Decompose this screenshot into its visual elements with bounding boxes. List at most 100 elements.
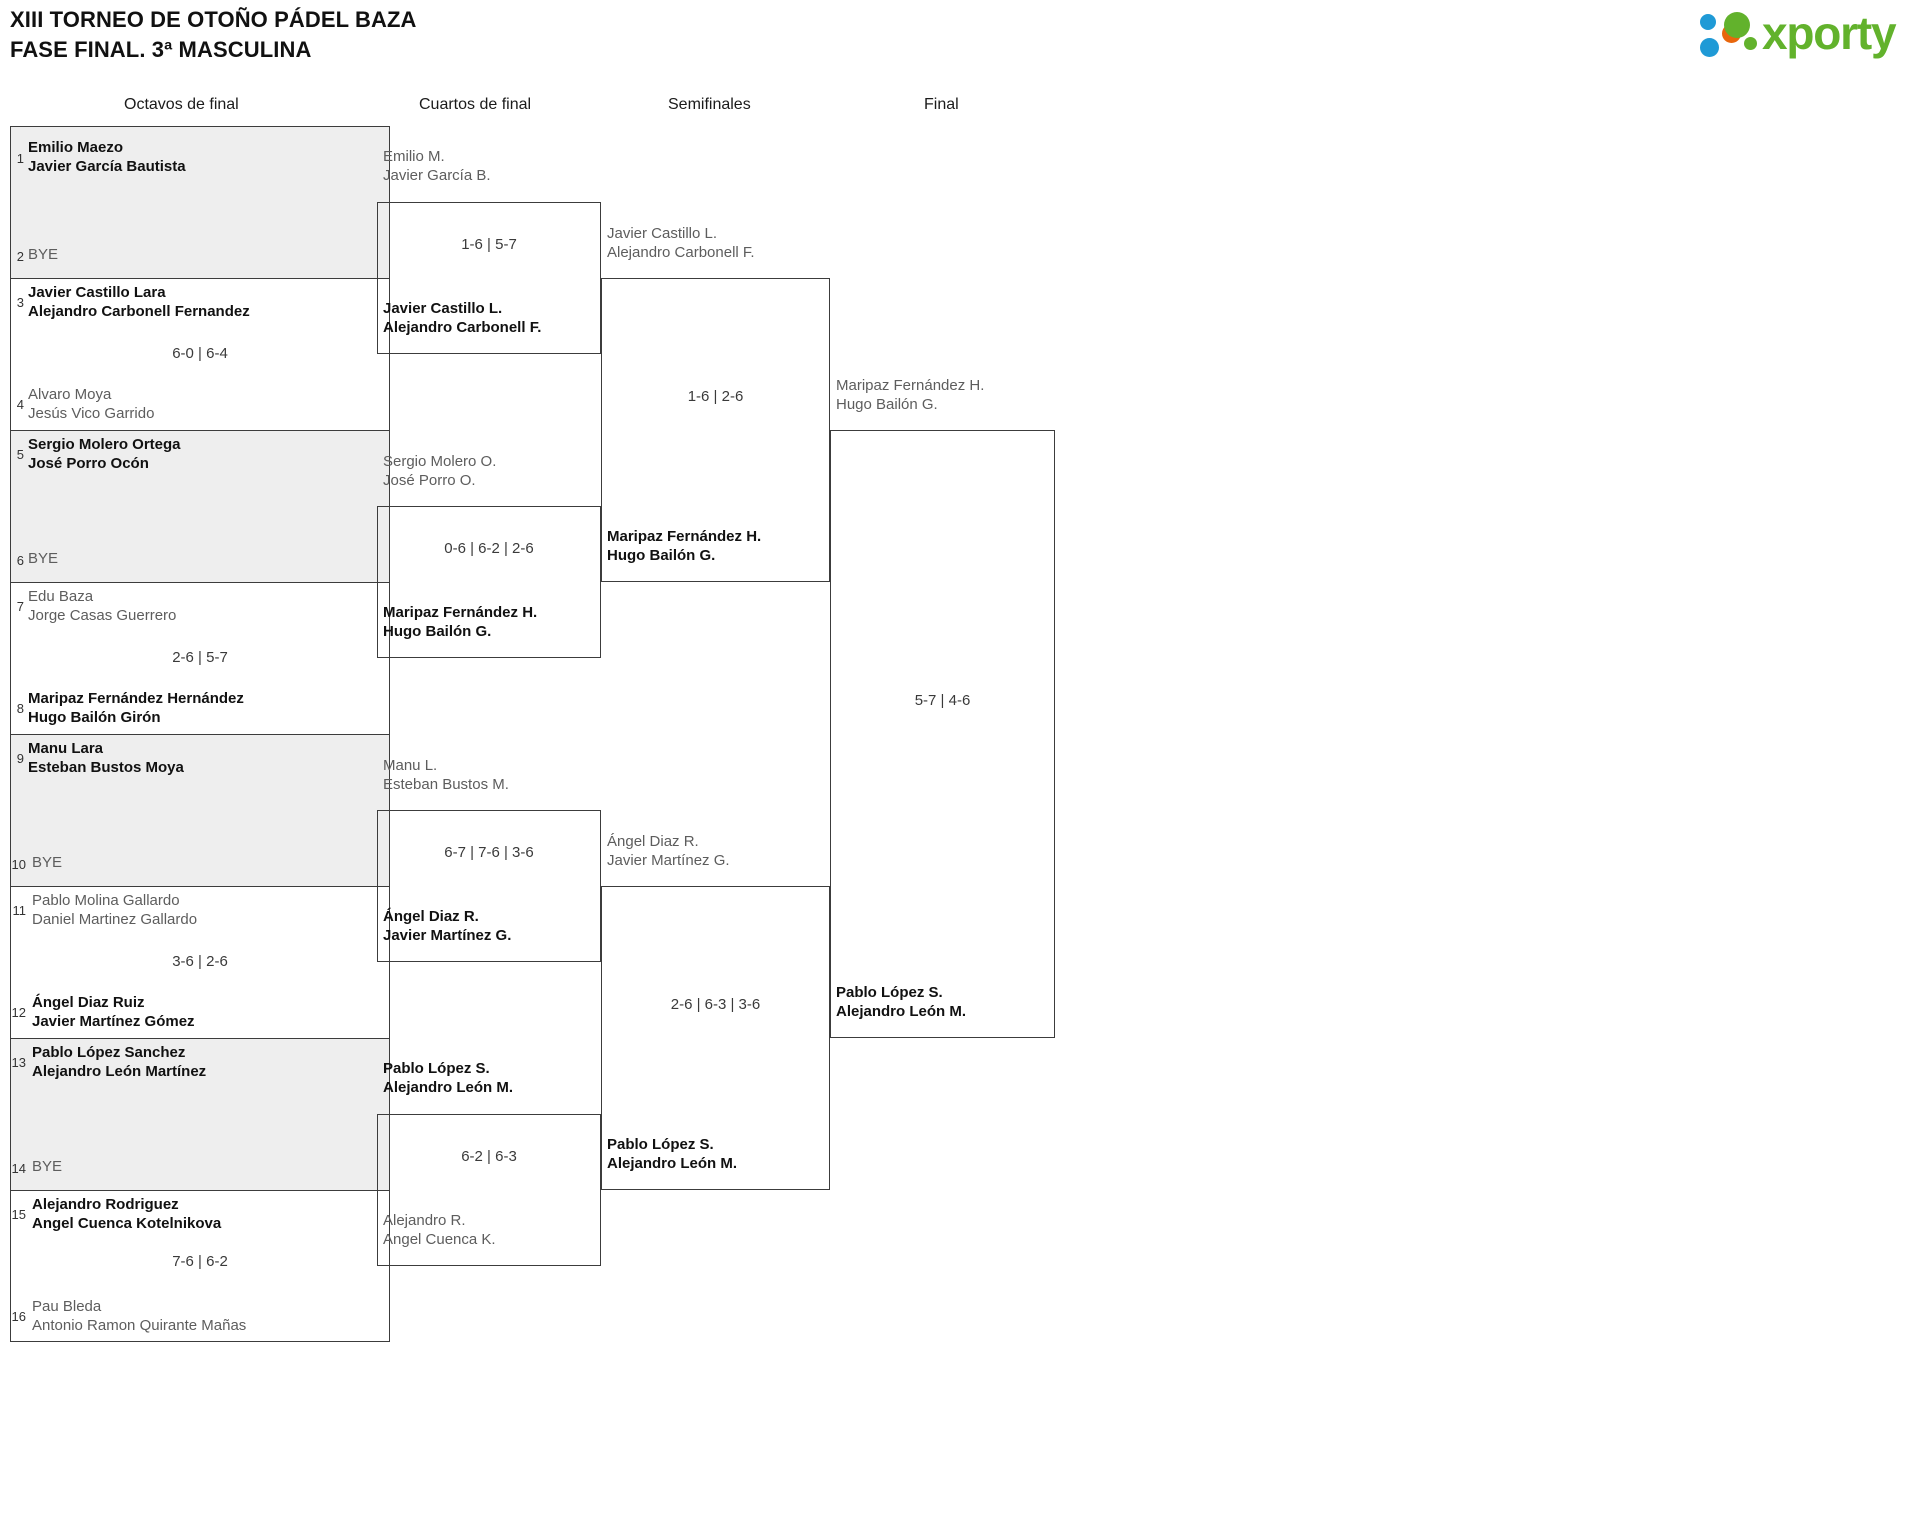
seed-number: 2 [16, 249, 24, 264]
player-name: BYE [32, 854, 63, 871]
sf-slot-1-top[interactable]: Javier Castillo L. Alejandro Carbonell F… [607, 224, 755, 262]
player-name: Alejandro León M. [383, 1079, 514, 1096]
r16-slot-1[interactable]: Emilio Maezo Javier García Bautista [28, 138, 186, 176]
player-name: Javier Martínez G. [607, 852, 730, 869]
r16-slot-15[interactable]: Alejandro Rodriguez Angel Cuenca Kotelni… [32, 1195, 221, 1233]
player-name: Javier Martínez Gómez [32, 1013, 195, 1030]
player-name: Pablo López S. [607, 1136, 714, 1153]
player-name: BYE [28, 550, 59, 567]
player-name: Sergio Molero O. [383, 453, 497, 470]
player-name: Javier García Bautista [28, 158, 186, 175]
final-box[interactable] [830, 430, 1055, 1038]
player-name: Jesús Vico Garrido [28, 405, 155, 422]
r16-score-4: 2-6 | 5-7 [172, 649, 228, 666]
round-header-cuartos: Cuartos de final [419, 96, 532, 113]
r16-block-7[interactable] [10, 1038, 390, 1190]
seed-number: 1 [16, 151, 24, 166]
player-name: Alejandro León M. [836, 1003, 967, 1020]
r16-slot-11[interactable]: Pablo Molina Gallardo Daniel Martinez Ga… [32, 891, 197, 929]
r16-slot-5[interactable]: Sergio Molero Ortega José Porro Ocón [28, 435, 181, 473]
qf-slot-2-bottom[interactable]: Maripaz Fernández H. Hugo Bailón G. [383, 603, 537, 641]
seed-number: 3 [16, 295, 24, 310]
r16-slot-7[interactable]: Edu Baza Jorge Casas Guerrero [28, 587, 176, 625]
player-name: Hugo Bailón G. [607, 547, 716, 564]
sf-box-2[interactable] [601, 886, 830, 1190]
player-name: Maripaz Fernández H. [607, 528, 762, 545]
r16-score-8: 7-6 | 6-2 [172, 1253, 228, 1270]
player-name: Angel Cuenca Kotelnikova [32, 1215, 222, 1232]
seed-number: 5 [16, 447, 24, 462]
seed-number: 14 [11, 1161, 26, 1176]
sf-slot-2-bottom[interactable]: Pablo López S. Alejandro León M. [607, 1135, 737, 1173]
qf-slot-4-bottom[interactable]: Alejandro R. Angel Cuenca K. [383, 1211, 496, 1249]
r16-block-6[interactable] [10, 886, 390, 1038]
r16-slot-12[interactable]: Ángel Diaz Ruiz Javier Martínez Gómez [32, 993, 195, 1031]
qf-slot-3-top[interactable]: Manu L. Esteban Bustos M. [383, 756, 509, 794]
r16-block-1[interactable] [10, 126, 390, 278]
player-name: Manu L. [383, 757, 438, 774]
r16-block-8[interactable] [10, 1190, 390, 1342]
r16-slot-6[interactable]: BYE [28, 549, 58, 568]
r16-slot-16[interactable]: Pau Bleda Antonio Ramon Quirante Mañas [32, 1297, 246, 1335]
r16-slot-10[interactable]: BYE [32, 853, 62, 872]
qf-slot-3-bottom[interactable]: Ángel Diaz R. Javier Martínez G. [383, 907, 511, 945]
player-name: Manu Lara [28, 740, 104, 757]
r16-slot-4[interactable]: Alvaro Moya Jesús Vico Garrido [28, 385, 154, 423]
final-score: 5-7 | 4-6 [914, 692, 971, 709]
player-name: Alvaro Moya [28, 386, 112, 403]
r16-score-6: 3-6 | 2-6 [172, 953, 228, 970]
player-name: Hugo Bailón G. [836, 396, 938, 413]
qf-score-4: 6-2 | 6-3 [461, 1148, 517, 1165]
sf-score-1: 1-6 | 2-6 [687, 388, 744, 405]
r16-block-3[interactable] [10, 430, 390, 582]
player-name: Sergio Molero Ortega [28, 436, 181, 453]
r16-slot-8[interactable]: Maripaz Fernández Hernández Hugo Bailón … [28, 689, 244, 727]
r16-slot-3[interactable]: Javier Castillo Lara Alejandro Carbonell… [28, 283, 250, 321]
qf-box-3[interactable] [377, 810, 601, 962]
final-slot-top[interactable]: Maripaz Fernández H. Hugo Bailón G. [836, 376, 984, 414]
seed-number: 16 [11, 1309, 26, 1324]
seed-number: 8 [16, 701, 24, 716]
player-name: Emilio M. [383, 148, 445, 165]
player-name: Esteban Bustos Moya [28, 759, 184, 776]
player-name: Javier Castillo Lara [28, 284, 166, 301]
qf-slot-2-top[interactable]: Sergio Molero O. José Porro O. [383, 452, 496, 490]
final-slot-bottom[interactable]: Pablo López S. Alejandro León M. [836, 983, 966, 1021]
seed-number: 11 [12, 903, 27, 918]
r16-slot-14[interactable]: BYE [32, 1157, 62, 1176]
qf-slot-1-top[interactable]: Emilio M. Javier García B. [383, 147, 491, 185]
qf-box-1[interactable] [377, 202, 601, 354]
player-name: Alejandro R. [383, 1212, 466, 1229]
logo-wordmark: xporty [1762, 7, 1897, 59]
player-name: Javier Castillo L. [383, 300, 503, 317]
player-name: José Porro Ocón [28, 455, 149, 472]
player-name: Hugo Bailón G. [383, 623, 492, 640]
qf-slot-4-top[interactable]: Pablo López S. Alejandro León M. [383, 1059, 513, 1097]
player-name: Pablo López Sanchez [32, 1044, 186, 1061]
player-name: Alejandro Rodriguez [32, 1196, 179, 1213]
player-name: Jorge Casas Guerrero [28, 607, 177, 624]
player-name: Ángel Diaz Ruiz [32, 994, 145, 1011]
player-name: Alejandro León M. [607, 1155, 738, 1172]
r16-block-2[interactable] [10, 278, 390, 430]
qf-slot-1-bottom[interactable]: Javier Castillo L. Alejandro Carbonell F… [383, 299, 541, 337]
r16-slot-9[interactable]: Manu Lara Esteban Bustos Moya [28, 739, 184, 777]
qf-score-1: 1-6 | 5-7 [461, 236, 517, 253]
r16-score-2: 6-0 | 6-4 [172, 345, 228, 362]
player-name: Ángel Diaz R. [383, 908, 479, 925]
player-name: Javier García B. [383, 167, 491, 184]
qf-box-4[interactable] [377, 1114, 601, 1266]
player-name: Alejandro León Martínez [32, 1063, 207, 1080]
qf-score-2: 0-6 | 6-2 | 2-6 [444, 540, 534, 557]
r16-slot-2[interactable]: BYE [28, 245, 58, 264]
sf-box-1[interactable] [601, 278, 830, 582]
r16-slot-13[interactable]: Pablo López Sanchez Alejandro León Martí… [32, 1043, 206, 1081]
player-name: Pau Bleda [32, 1298, 102, 1315]
round-header-octavos: Octavos de final [124, 96, 239, 113]
qf-box-2[interactable] [377, 506, 601, 658]
r16-block-5[interactable] [10, 734, 390, 886]
r16-block-4[interactable] [10, 582, 390, 734]
sf-slot-2-top[interactable]: Ángel Diaz R. Javier Martínez G. [607, 832, 730, 870]
xporty-logo: xporty [1700, 7, 1915, 60]
sf-slot-1-bottom[interactable]: Maripaz Fernández H. Hugo Bailón G. [607, 527, 761, 565]
